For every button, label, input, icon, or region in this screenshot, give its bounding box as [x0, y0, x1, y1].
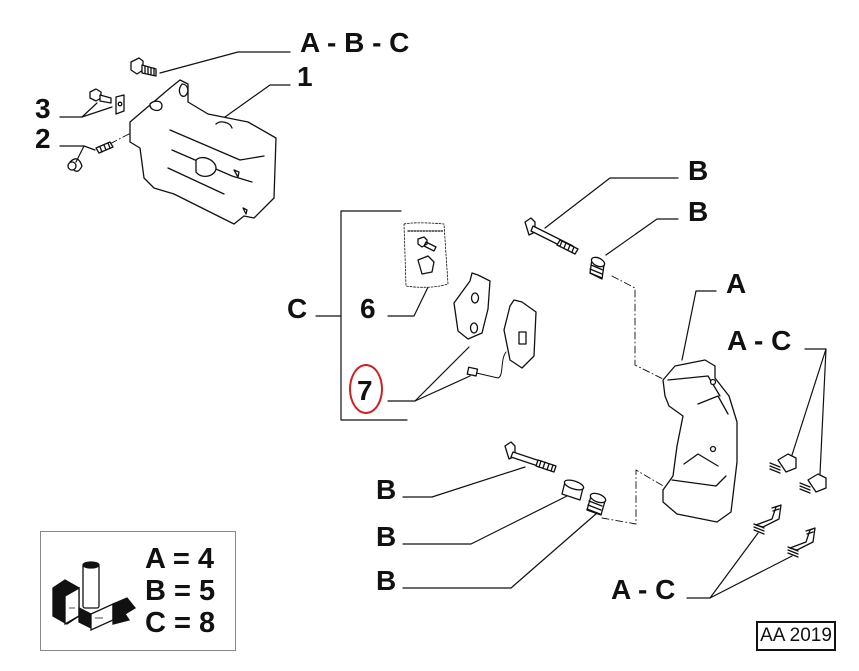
brake-caliper-body — [129, 79, 277, 225]
callout-b-bush-top: B — [688, 196, 709, 227]
guide-bush-bottom — [586, 492, 607, 516]
leader-b-bush-top — [605, 218, 679, 256]
leader-part-1 — [217, 84, 291, 123]
callout-b-sleeve-bottom: B — [376, 521, 397, 552]
callout-part-1: 1 — [297, 61, 313, 92]
callout-part-2: 2 — [35, 123, 51, 154]
anti-rattle-clips-bottom — [753, 504, 816, 558]
leader-part-6 — [387, 282, 431, 317]
brake-pad-outer — [453, 272, 491, 340]
leader-part-7b — [414, 375, 471, 402]
small-parts-bag — [403, 222, 449, 288]
guide-pin-top — [524, 217, 579, 255]
callout-c-group: C — [287, 293, 308, 324]
legend-entry-b: B = 5 — [145, 575, 216, 607]
kit-legend-box: A = 4 B = 5 C = 8 — [40, 531, 236, 651]
bleed-bolt-and-plate — [89, 88, 125, 115]
legend-entry-a: A = 4 — [145, 543, 215, 575]
leader-b-pin-bottom — [402, 466, 526, 498]
leader-a-bracket — [681, 290, 717, 361]
leader-b-sleeve-bottom — [402, 495, 568, 545]
guide-sleeve-bottom — [561, 479, 585, 501]
leader-ac-top-1 — [791, 348, 827, 456]
guide-bush-top — [589, 256, 606, 280]
leader-c-bracket-bottom — [340, 315, 408, 421]
caliper-mounting-bolt — [130, 57, 157, 77]
callout-abc-top: A - B - C — [300, 27, 410, 58]
brake-pad-inner-with-sensor — [466, 299, 537, 379]
callout-b-pin-top: B — [688, 155, 709, 186]
callout-part-7[interactable]: 7 — [357, 375, 373, 406]
caliper-mounting-bracket — [662, 359, 738, 523]
anti-rattle-clips-top — [769, 453, 827, 494]
screw-and-cap — [67, 141, 114, 172]
leader-ac-top-2 — [819, 348, 827, 475]
callout-a-bracket: A — [726, 268, 747, 299]
callout-ac-clips-top: A - C — [727, 325, 792, 356]
parts-kit-boxes-icon — [52, 561, 136, 632]
drawing-code-label: AA 2019 — [756, 621, 836, 651]
leader-c-bracket — [315, 210, 402, 317]
leader-b-bush-bottom — [402, 512, 598, 589]
leader-ac-bottom-1 — [686, 532, 759, 599]
leader-abc-top — [159, 51, 291, 74]
guide-pin-bottom — [504, 441, 557, 473]
leader-b-pin-top — [544, 177, 679, 229]
leader-part-3 — [59, 102, 98, 118]
legend-entry-c: C = 8 — [145, 607, 216, 639]
callout-ac-clips-bottom: A - C — [611, 574, 676, 605]
leader-ac-bottom-2 — [709, 555, 793, 599]
callout-part-3: 3 — [35, 93, 51, 124]
callout-b-pin-bottom: B — [376, 474, 397, 505]
highlight-ring — [349, 364, 383, 414]
callout-b-bush-bottom: B — [376, 565, 397, 596]
leader-part-3b — [81, 106, 113, 118]
leader-part-7a — [387, 346, 470, 402]
leader-lines — [59, 51, 827, 599]
callout-part-6: 6 — [360, 293, 376, 324]
leader-part-2 — [59, 145, 96, 151]
